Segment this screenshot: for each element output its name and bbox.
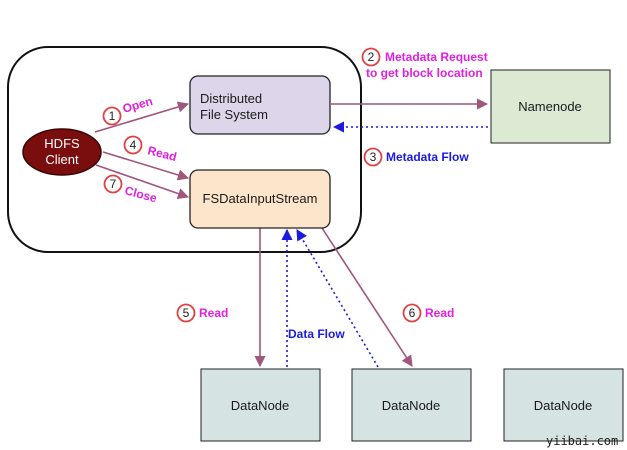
dfs-line1: Distributed [200,91,262,106]
step-6-badge: 6 [402,303,422,323]
arrows [94,98,493,368]
step-3-label: Metadata Flow [386,150,469,164]
step-4-label: Read [146,143,178,164]
open-arrow [94,101,190,133]
step-5-badge: 5 [176,303,196,323]
step-4-badge: 4 [123,135,143,155]
svg-text:6: 6 [409,306,416,320]
close-arrow [95,164,190,199]
namenode-node: Namenode [490,69,611,144]
step-2-badge: 2 [361,47,381,67]
datanode-2: DataNode [351,368,472,442]
datanode-1-label: DataNode [231,398,290,413]
svg-text:5: 5 [183,306,190,320]
distributed-file-system-node: Distributed File System [189,75,331,135]
step-5-label: Read [199,306,228,320]
dfs-line2: File System [200,107,268,122]
data-flow-label: Data Flow [288,327,345,341]
step-3-badge: 3 [363,147,383,167]
datanode-3-label: DataNode [534,398,593,413]
datanode-2-label: DataNode [382,398,441,413]
namenode-label: Namenode [518,99,582,114]
svg-text:1: 1 [109,109,116,123]
watermark: yiibai.com [546,434,618,448]
hdfs-client-node: HDFS Client [22,128,102,176]
step-7-badge: 7 [103,174,123,194]
svg-text:3: 3 [370,150,377,164]
step-2-label-line2: to get block location [366,66,483,80]
read-arrow-client [102,151,190,181]
client-line1: HDFS [44,136,80,151]
fsdatainputstream-node: FSDataInputStream [189,169,331,229]
datanode-3: DataNode [503,368,624,442]
client-line2: Client [45,152,79,167]
svg-text:2: 2 [368,50,375,64]
data-flow-arrow-datanode2 [296,229,379,368]
svg-text:7: 7 [110,177,117,191]
datanode-1: DataNode [200,368,321,442]
step-2-label-line1: Metadata Request [385,50,488,64]
step-6-label: Read [425,306,454,320]
stream-label: FSDataInputStream [203,191,318,206]
step-1-badge: 1 [102,106,122,126]
svg-text:4: 4 [130,138,137,152]
read-arrow-datanode2 [321,227,413,367]
